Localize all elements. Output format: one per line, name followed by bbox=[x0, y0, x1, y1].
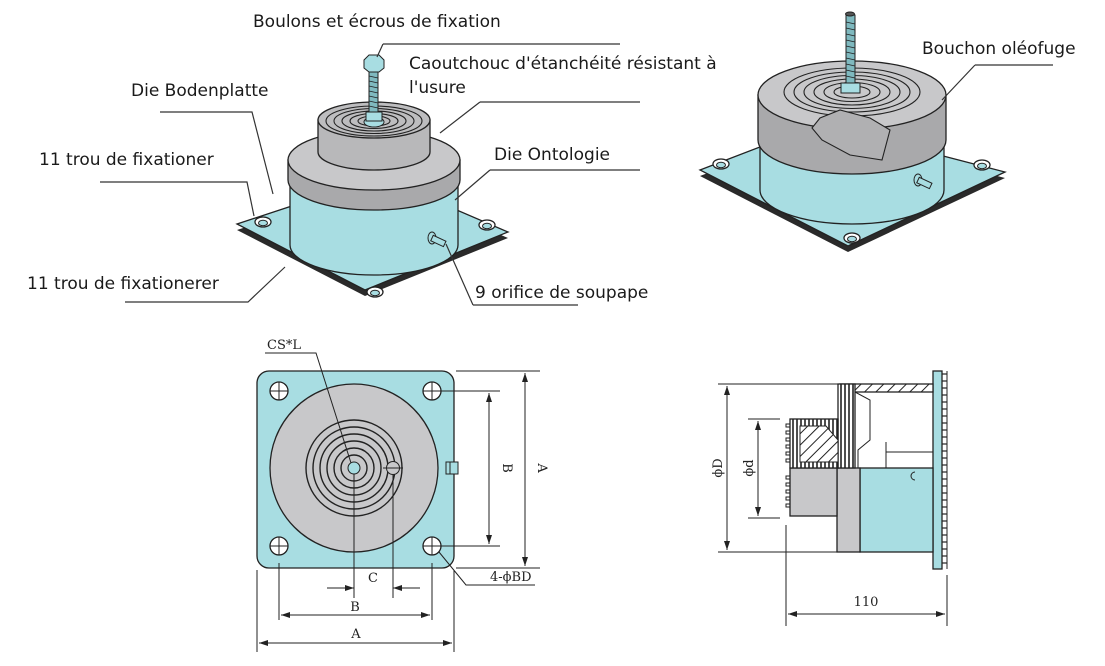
bolt bbox=[363, 54, 385, 128]
bolt bbox=[840, 11, 861, 94]
valve-port bbox=[445, 461, 459, 475]
valve-port bbox=[427, 231, 447, 248]
oil-port-circle bbox=[383, 461, 403, 475]
rubber-cap bbox=[757, 60, 947, 175]
mounting-hole bbox=[422, 381, 442, 401]
label-hole-lower: 11 trou de fixationerer bbox=[27, 274, 219, 294]
label-rubber-line2: l'usure bbox=[409, 78, 466, 98]
iso-view-right: Bouchon oléofuge bbox=[698, 11, 1076, 252]
label-bolts: Boulons et écrous de fixation bbox=[253, 12, 501, 32]
mounting-hole bbox=[269, 536, 289, 556]
label-holes: 4-ϕBD bbox=[490, 570, 532, 585]
label-cs-l: CS*L bbox=[267, 338, 301, 353]
mounting-hole bbox=[478, 219, 496, 231]
label-rubber-line1: Caoutchouc d'étanchéité résistant à bbox=[409, 54, 717, 74]
dim-b-vertical: B bbox=[499, 463, 514, 473]
mounting-hole bbox=[973, 159, 991, 171]
side-view: ϕD ϕd 110 bbox=[711, 370, 948, 626]
mounting-hole bbox=[366, 286, 384, 298]
dim-phi-d: ϕd bbox=[742, 459, 757, 476]
mounting-hole bbox=[422, 536, 442, 556]
valve-port bbox=[913, 173, 933, 190]
cutaway bbox=[811, 109, 891, 161]
mounting-hole bbox=[254, 216, 272, 228]
label-body: Die Ontologie bbox=[494, 145, 610, 165]
label-base-plate: Die Bodenplatte bbox=[131, 81, 269, 101]
iso-view-left: Boulons et écrous de fixation Caoutchouc… bbox=[27, 12, 717, 306]
dim-a-vertical: A bbox=[534, 462, 549, 473]
dim-length: 110 bbox=[854, 595, 879, 610]
top-view: CS*L B A C B A bbox=[256, 338, 549, 652]
dim-a-horizontal: A bbox=[350, 627, 361, 642]
label-hole-upper: 11 trou de fixationer bbox=[39, 150, 214, 170]
rubber-cap bbox=[287, 101, 461, 211]
dim-b-horizontal: B bbox=[350, 600, 360, 615]
dim-phi-D: ϕD bbox=[711, 458, 726, 477]
mounting-hole bbox=[843, 232, 861, 244]
mounting-hole bbox=[712, 158, 730, 170]
label-valve: 9 orifice de soupape bbox=[475, 283, 648, 303]
mounting-hole bbox=[269, 381, 289, 401]
label-oil-cap: Bouchon oléofuge bbox=[922, 39, 1076, 59]
dim-c: C bbox=[368, 571, 378, 586]
